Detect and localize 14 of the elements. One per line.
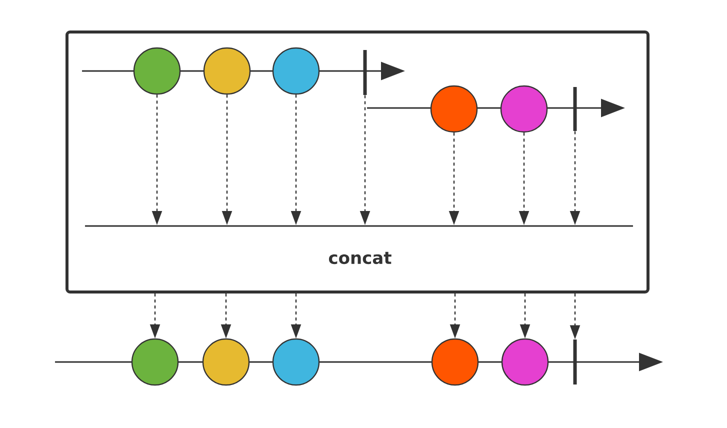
marble — [131, 338, 179, 386]
marble — [272, 47, 320, 95]
marble — [203, 47, 251, 95]
marble — [431, 338, 479, 386]
completion-tick — [573, 340, 577, 384]
marble — [133, 47, 181, 95]
marble — [500, 85, 548, 133]
completion-tick — [573, 87, 577, 131]
marble — [272, 338, 320, 386]
operator-box: concat — [66, 30, 650, 294]
marble — [202, 338, 250, 386]
completion-tick — [363, 50, 367, 95]
marble — [430, 85, 478, 133]
marble — [501, 338, 549, 386]
